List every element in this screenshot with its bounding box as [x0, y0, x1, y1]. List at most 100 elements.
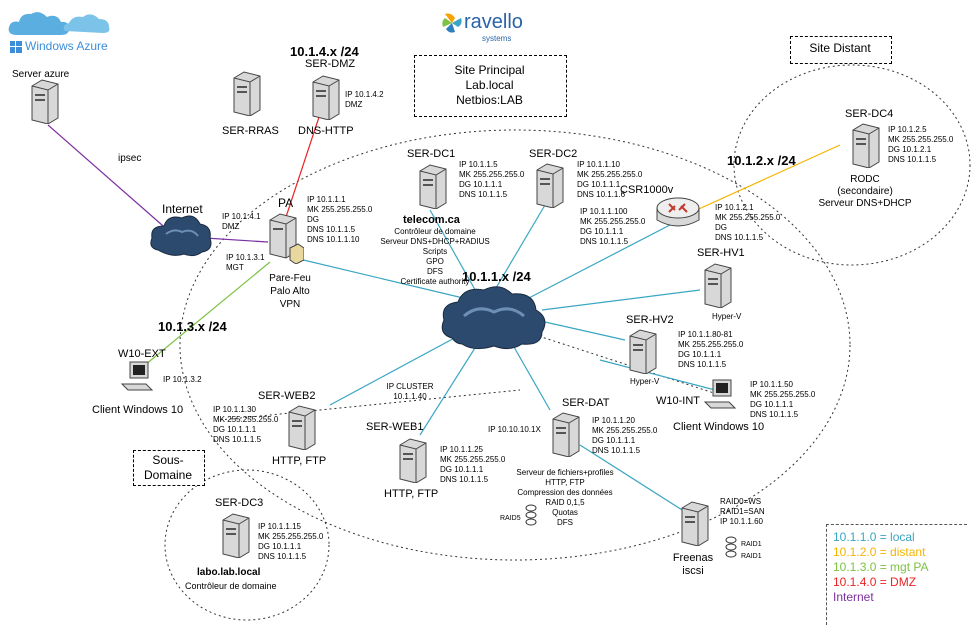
ser-hv2-ip: IP 10.1.1.80-81 MK 255.255.255.0 DG 10.1… [678, 330, 744, 369]
ser-dat-ip-x: IP 10.10.10.1X [488, 425, 541, 434]
csr-label: CSR1000v [620, 184, 674, 196]
freenas-raid-b: RAID1 [741, 553, 762, 560]
site-principal-box [414, 55, 567, 117]
csr-ip-lan: IP 10.1.1.100 MK 255.255.255.0 DG 10.1.1… [580, 207, 646, 246]
ser-rras-icon [233, 71, 261, 116]
ser-web1-icon [399, 438, 427, 483]
ravello-logo-icon [442, 13, 462, 33]
ser-dc3-domain: labo.lab.local [197, 567, 261, 578]
cluster-ip: IP CLUSTER 10.1.1.40 [386, 382, 434, 401]
ser-web2-ip: IP 10.1.1.30 MK 255.255.255.0 DG 10.1.1.… [213, 405, 279, 444]
site-principal-ellipse [179, 129, 851, 561]
sous-domaine-box [133, 450, 205, 486]
site-distant-box [790, 36, 892, 64]
w10-ext-role: Client Windows 10 [92, 404, 184, 416]
ser-web1-role: HTTP, FTP [384, 488, 439, 500]
cluster-dashed-line [219, 389, 521, 421]
ser-dc3-ip: IP 10.1.1.15 MK 255.255.255.0 DG 10.1.1.… [258, 522, 324, 561]
legend-distant: 10.1.2.0 = distant [833, 545, 926, 559]
azure-label: Windows Azure [25, 39, 108, 53]
ser-dc1-ip: IP 10.1.1.5 MK 255.255.255.0 DG 10.1.1.1… [459, 160, 525, 199]
ser-dc1-role: Contrôleur de domaine Serveur DNS+DHCP+R… [380, 227, 490, 286]
w10-ext-ip: IP 10.1.3.2 [163, 375, 202, 384]
legend-local: 10.1.1.0 = local [833, 530, 915, 544]
ser-hv1-role: Hyper-V [712, 312, 742, 321]
ravello-sub: systems [482, 34, 512, 43]
ser-dat-raid: RAID5 [500, 515, 521, 522]
freenas-icon [681, 501, 709, 546]
server-azure-label: Server azure [12, 69, 70, 80]
ser-hv1-label: SER-HV1 [697, 247, 745, 259]
ser-dat-icon [552, 412, 580, 457]
link-azure-internet [47, 124, 171, 233]
raid1-disk-icon [725, 536, 737, 558]
link-internet-pa [204, 237, 269, 243]
w10-int-label: W10-INT [656, 395, 700, 407]
ser-dc4-ip: IP 10.1.2.5 MK 255.255.255.0 DG 10.1.2.1… [888, 125, 954, 164]
site-principal-line-2: Lab.local [465, 78, 514, 92]
ser-dmz-icon [312, 75, 340, 120]
freenas-raid-a: RAID1 [741, 541, 762, 548]
ser-hv1-icon [704, 263, 732, 308]
legend-dmz: 10.1.4.0 = DMZ [833, 575, 917, 589]
ser-dc4-role: RODC (secondaire) Serveur DNS+DHCP [818, 174, 912, 209]
ser-hv2-label: SER-HV2 [626, 314, 674, 326]
w10-int-ip: IP 10.1.1.50 MK 255.255.255.0 DG 10.1.1.… [750, 380, 816, 419]
internet-cloud-icon [150, 215, 212, 257]
ser-web2-role: HTTP, FTP [272, 455, 327, 467]
legend-mgt: 10.1.3.0 = mgt PA [833, 560, 929, 574]
sous-domaine-line-2: Domaine [143, 468, 193, 482]
ser-dat-role: Serveur de fichiers+profiles HTTP, FTP C… [516, 468, 614, 527]
ser-dmz-ip: IP 10.1.4.2 DMZ [345, 90, 384, 109]
ser-hv2-role: Hyper-V [630, 377, 660, 386]
link-pa-dmz [284, 107, 323, 221]
w10-int-role: Client Windows 10 [673, 421, 765, 433]
ser-dc3-role: Contrôleur de domaine [185, 581, 277, 591]
site-principal-line-1: Site Principal [454, 63, 525, 77]
ser-rras-label: SER-RRAS [222, 125, 279, 137]
azure-cloud-logo [8, 12, 110, 35]
ser-dc2-ip: IP 10.1.1.10 MK 255.255.255.0 DG 10.1.1.… [577, 160, 643, 199]
subnet-mgt-label: 10.1.3.x /24 [158, 319, 227, 334]
link-pa-w10ext [144, 261, 271, 366]
ipsec-label: ipsec [118, 153, 142, 164]
legend-internet: Internet [833, 590, 874, 604]
subnet-distant-label: 10.1.2.x /24 [727, 153, 796, 168]
csr-ip-wan: IP 10.1.2.1 MK 255.255.255.0 DG DNS 10.1… [715, 203, 781, 242]
pa-label: PA [278, 196, 294, 210]
subnet-legend: 10.1.1.0 = local 10.1.2.0 = distant 10.1… [826, 524, 967, 625]
ser-dmz-role: DNS-HTTP [298, 125, 354, 137]
router-icon [656, 197, 700, 227]
raid5-disk-icon [525, 504, 537, 526]
freenas-ip: RAID0=WS RAID1=SAN IP 10.1.1.60 [720, 497, 765, 526]
windows-logo-icon [10, 41, 22, 53]
sous-domaine-line-1: Sous- [152, 453, 184, 467]
ser-dc1-label: SER-DC1 [407, 148, 456, 160]
w10-ext-computer-icon [120, 361, 154, 391]
internet-label: Internet [162, 202, 203, 216]
server-azure-icon [31, 79, 59, 124]
ser-dc2-icon [536, 163, 564, 208]
site-distant-label: Site Distant [809, 41, 871, 55]
ser-dc4-icon [852, 123, 880, 168]
w10-ext-label: W10-EXT [118, 348, 166, 360]
ser-dmz-label: SER-DMZ [305, 58, 356, 70]
ser-dc4-label: SER-DC4 [845, 108, 894, 120]
subnet-local-label: 10.1.1.x /24 [462, 269, 531, 284]
ser-dat-label: SER-DAT [562, 397, 610, 409]
pa-role: Pare-Feu Palo Alto VPN [269, 273, 311, 310]
ser-web2-icon [288, 405, 316, 450]
subnet-dmz-label: 10.1.4.x /24 [290, 44, 359, 59]
ser-dc1-icon [419, 164, 447, 209]
ser-dc3-icon [222, 513, 250, 558]
site-principal-line-3: Netbios:LAB [456, 93, 523, 107]
lan-cloud-icon [441, 286, 546, 350]
pa-ip-dmz: IP 10.1.4.1 DMZ [222, 212, 261, 231]
ser-dc2-label: SER-DC2 [529, 148, 578, 160]
site-distant-ellipse [733, 64, 971, 266]
ser-dc1-domain: telecom.ca [403, 214, 460, 226]
ser-dat-ip: IP 10.1.1.20 MK 255.255.255.0 DG 10.1.1.… [592, 416, 658, 455]
ravello-name: ravello [464, 11, 523, 33]
ser-hv2-icon [629, 329, 657, 374]
